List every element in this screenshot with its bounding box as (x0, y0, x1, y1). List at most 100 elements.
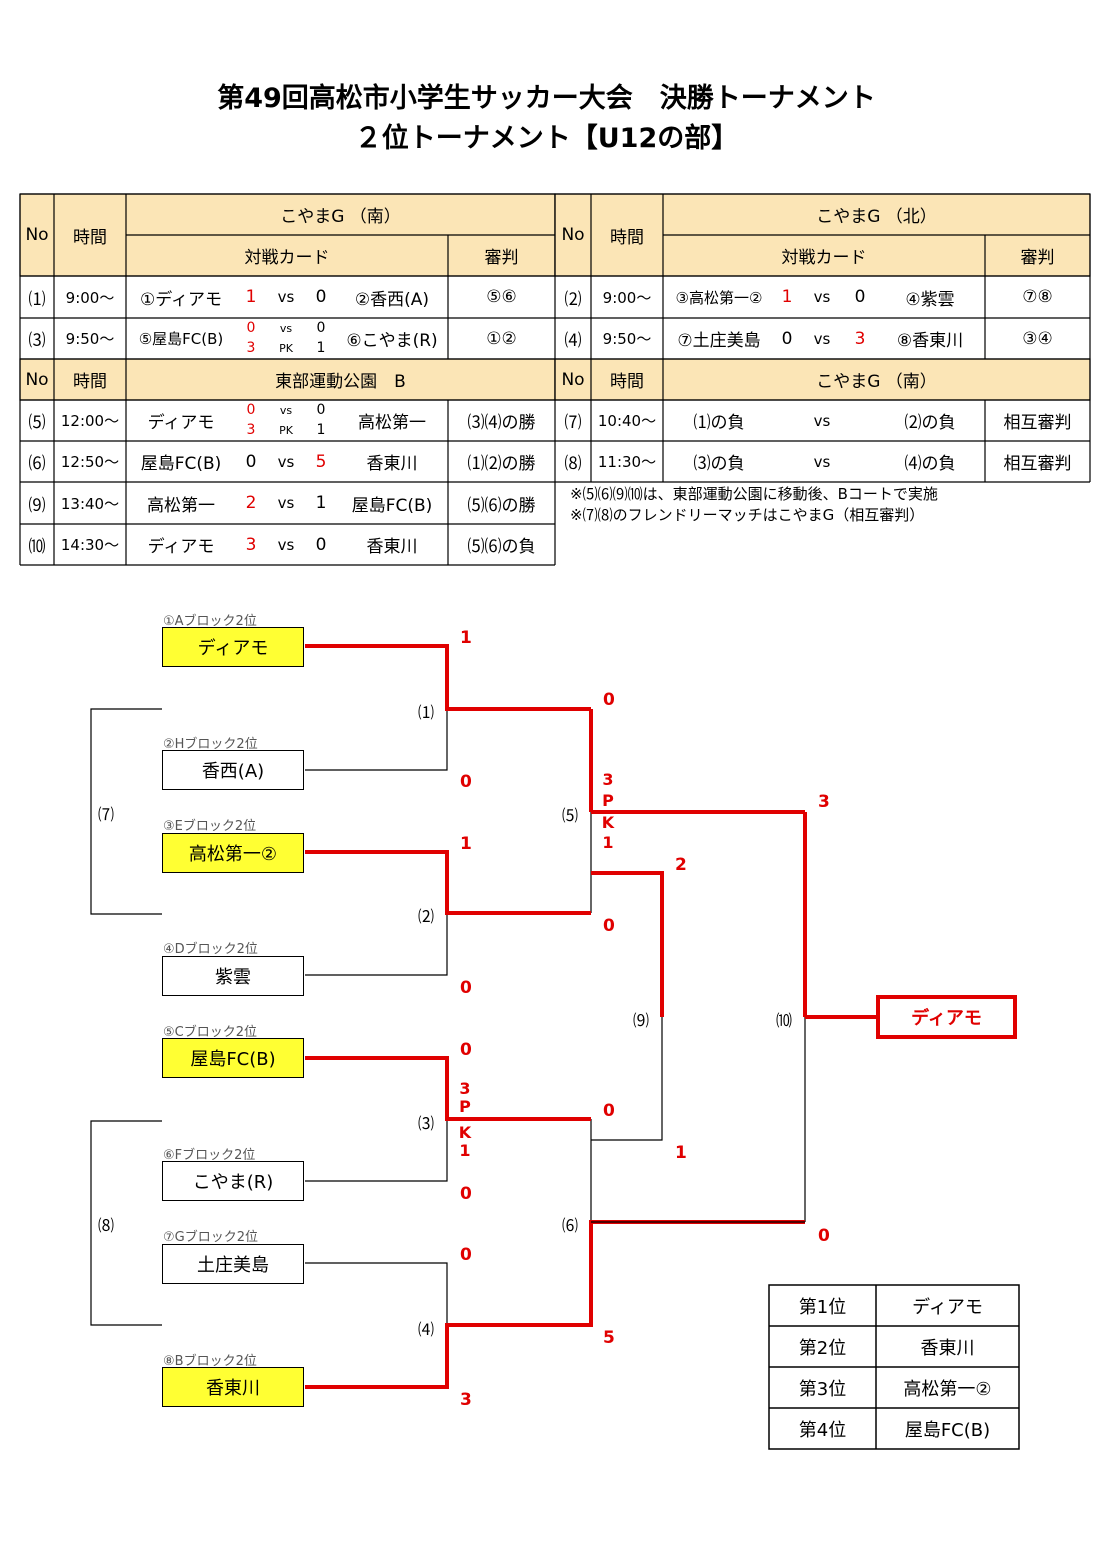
match-label: ⑴ (418, 703, 435, 722)
match-label: ⑵ (418, 907, 435, 926)
champion-box: ディアモ (876, 995, 1017, 1039)
referee: 相互審判 (1003, 454, 1072, 474)
score: 1 (460, 628, 472, 648)
referee: 相互審判 (1003, 413, 1072, 433)
match-time: 11:30～ (597, 453, 657, 471)
vs-label: vs (813, 288, 831, 306)
home-team: ⑴の負 (693, 413, 745, 433)
match-time: 9:00～ (65, 288, 115, 307)
away-team: 香東川 (366, 454, 418, 474)
away-team: ⑥こやま(R) (346, 331, 438, 351)
header-no: No (25, 225, 49, 245)
pk-letter: K (601, 813, 615, 832)
vs-label: vs (277, 288, 295, 306)
home-score: 1 (781, 287, 793, 307)
vs-label: vs (813, 452, 831, 471)
away-score: 0 (316, 320, 326, 336)
away-team: ⑵の負 (904, 413, 956, 433)
rank-team: 香東川 (920, 1337, 975, 1359)
match-time: 9:00～ (602, 288, 652, 307)
home-pk-score: 3 (246, 340, 256, 356)
header-venue-north: こやまG （北） (816, 207, 937, 227)
away-team: ⑧香東川 (896, 331, 964, 351)
match-time: 9:50～ (65, 330, 115, 348)
pk-label: PK (279, 341, 293, 355)
referee: ③④ (1022, 328, 1053, 349)
away-pk-score: 1 (316, 422, 326, 438)
seed-label: ②Hブロック2位 (163, 737, 258, 752)
vs-label: vs (813, 411, 831, 430)
score: 0 (818, 1226, 830, 1246)
away-team: 香東川 (366, 537, 418, 557)
home-team: 屋島FC(B) (140, 454, 222, 474)
vs-label: vs (277, 452, 295, 471)
home-team: ディアモ (147, 537, 215, 557)
away-score: 3 (854, 328, 866, 349)
header-match-card: 対戦カード (244, 248, 330, 268)
match-label: ⑻ (98, 1216, 115, 1235)
note-friendly: ※⑺⑻のフレンドリーマッチはこやまG（相互審判） (570, 506, 925, 524)
score: 0 (603, 1101, 615, 1121)
match-no: ⑴ (28, 289, 46, 310)
page-title: 第49回高松市小学生サッカー大会 決勝トーナメント (217, 83, 876, 114)
match-no: ⑷ (564, 331, 582, 351)
score: 1 (675, 1143, 687, 1163)
score: 1 (460, 834, 472, 854)
home-score: 2 (245, 493, 257, 513)
pk-score: 3 (459, 1079, 471, 1098)
team-box: 高松第一② (162, 833, 304, 873)
header-time: 時間 (610, 227, 644, 248)
home-team: ③高松第一② (675, 288, 763, 307)
rank-team: 高松第一② (903, 1378, 992, 1400)
header-venue-south: こやまG （南） (816, 372, 937, 392)
match-no: ⑽ (28, 537, 46, 557)
vs-label: vs (279, 321, 293, 335)
team-box: 香西(A) (162, 750, 304, 790)
pk-letter: K (458, 1123, 472, 1142)
match-time: 9:50～ (602, 330, 652, 348)
score: 0 (603, 916, 615, 936)
match-no: ⑺ (564, 413, 582, 433)
match-label: ⑼ (633, 1011, 650, 1030)
home-team: ⑤屋島FC(B) (138, 330, 224, 348)
header-time: 時間 (73, 372, 107, 392)
match-no: ⑼ (28, 495, 46, 516)
header-referee: 審判 (484, 248, 519, 268)
home-score: 0 (246, 320, 256, 336)
score: 0 (460, 1245, 472, 1265)
team-box: 屋島FC(B) (162, 1038, 304, 1078)
away-team: ②香西(A) (354, 289, 430, 310)
rank-team: ディアモ (912, 1296, 983, 1318)
vs-label: vs (279, 403, 293, 417)
team-box: こやま(R) (162, 1161, 304, 1201)
away-score: 0 (316, 402, 326, 418)
match-label: ⑹ (562, 1216, 579, 1235)
match-no: ⑻ (564, 454, 582, 474)
score: 5 (603, 1328, 615, 1348)
home-team: ⑶の負 (693, 454, 745, 474)
score: 0 (460, 1040, 472, 1060)
referee: ⑦⑧ (1022, 287, 1053, 307)
home-team: ⑦土庄美島 (677, 331, 761, 351)
team-box: 土庄美島 (162, 1244, 304, 1284)
referee: ⑶⑷の勝 (467, 413, 536, 433)
pk-score: 1 (602, 833, 614, 852)
match-time: 13:40～ (60, 494, 120, 513)
rank-place: 第1位 (798, 1296, 847, 1318)
away-pk-score: 1 (316, 340, 326, 356)
referee: ⑸⑹の負 (467, 537, 536, 557)
home-score: 3 (245, 534, 257, 555)
rank-place: 第4位 (798, 1419, 847, 1441)
pk-label: PK (279, 423, 293, 437)
pk-score: 1 (459, 1141, 471, 1160)
seed-label: ④Dブロック2位 (163, 942, 258, 957)
score: 0 (460, 772, 472, 792)
header-no: No (561, 225, 585, 245)
match-label: ⑷ (418, 1320, 435, 1339)
away-score: 0 (315, 287, 327, 307)
vs-label: vs (277, 494, 295, 512)
vs-label: vs (813, 329, 831, 348)
score: 0 (460, 1184, 472, 1204)
team-box: ディアモ (162, 627, 304, 667)
match-label: ⑺ (98, 805, 115, 824)
